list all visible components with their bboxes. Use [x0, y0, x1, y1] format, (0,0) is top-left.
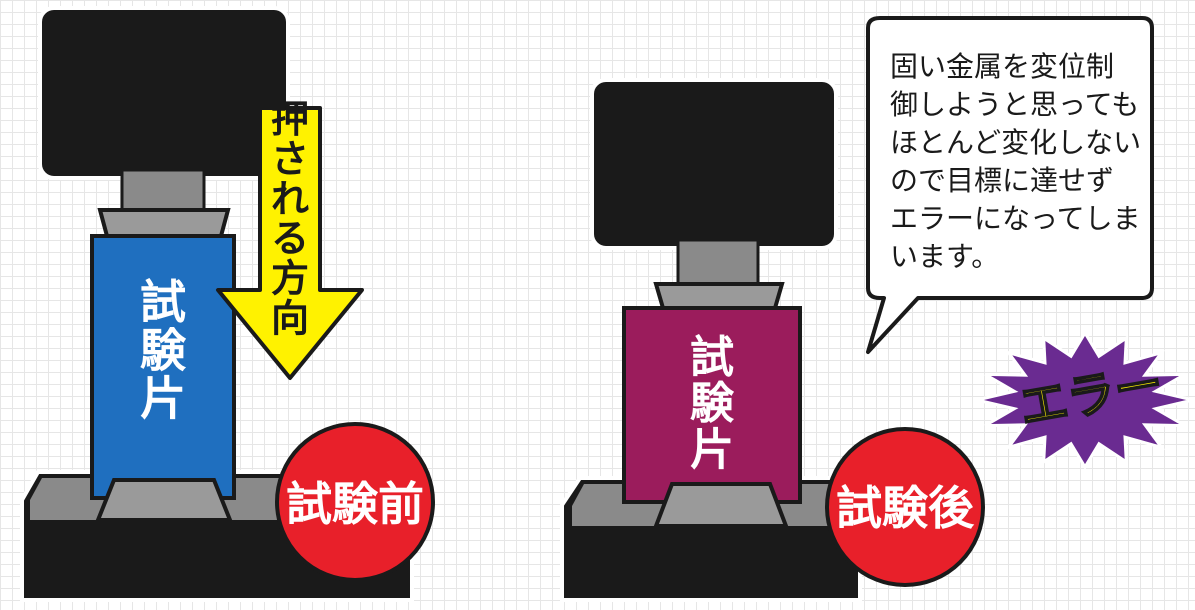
specimen-label-before: 試験片 — [140, 275, 187, 426]
stage-badge-after — [825, 427, 985, 587]
after-test-panel: 試験片 試験後 固い金属を変位制御しようと思ってもほとんど変化しないので目標に達… — [560, 16, 1194, 602]
speech-line: ほとんど変化しない — [890, 126, 1141, 159]
speech-bubble — [866, 16, 1154, 354]
speech-line: 御しようと思っても — [890, 88, 1139, 121]
speech-bubble-text: 固い金属を変位制御しようと思ってもほとんど変化しないので目標に達せずエラーになっ… — [890, 50, 1141, 273]
upper-crosshead-right — [590, 78, 838, 250]
upper-jaw-right — [676, 238, 760, 286]
speech-line: エラーになってしま — [890, 202, 1141, 235]
lower-grip-right — [653, 482, 789, 528]
press-direction-arrow — [216, 106, 364, 380]
stage-badge-before-label: 試験前 — [286, 477, 424, 531]
speech-line: ので目標に達せず — [890, 164, 1114, 197]
lower-grip-left — [95, 478, 233, 522]
specimen-label-after: 試験片 — [690, 332, 735, 475]
upper-jaw-left — [120, 168, 206, 212]
press-direction-label: 押される方向 — [271, 97, 309, 341]
before-test-panel: 試験片 押される方向 試験前 — [20, 6, 435, 602]
error-starburst — [976, 330, 1194, 470]
stage-badge-after-label: 試験後 — [836, 481, 975, 535]
speech-line: います。 — [890, 240, 999, 273]
upper-crosshead-left — [38, 6, 290, 180]
stage-badge-before — [275, 422, 435, 582]
speech-line: 固い金属を変位制 — [890, 50, 1114, 83]
specimen-after — [622, 306, 802, 504]
